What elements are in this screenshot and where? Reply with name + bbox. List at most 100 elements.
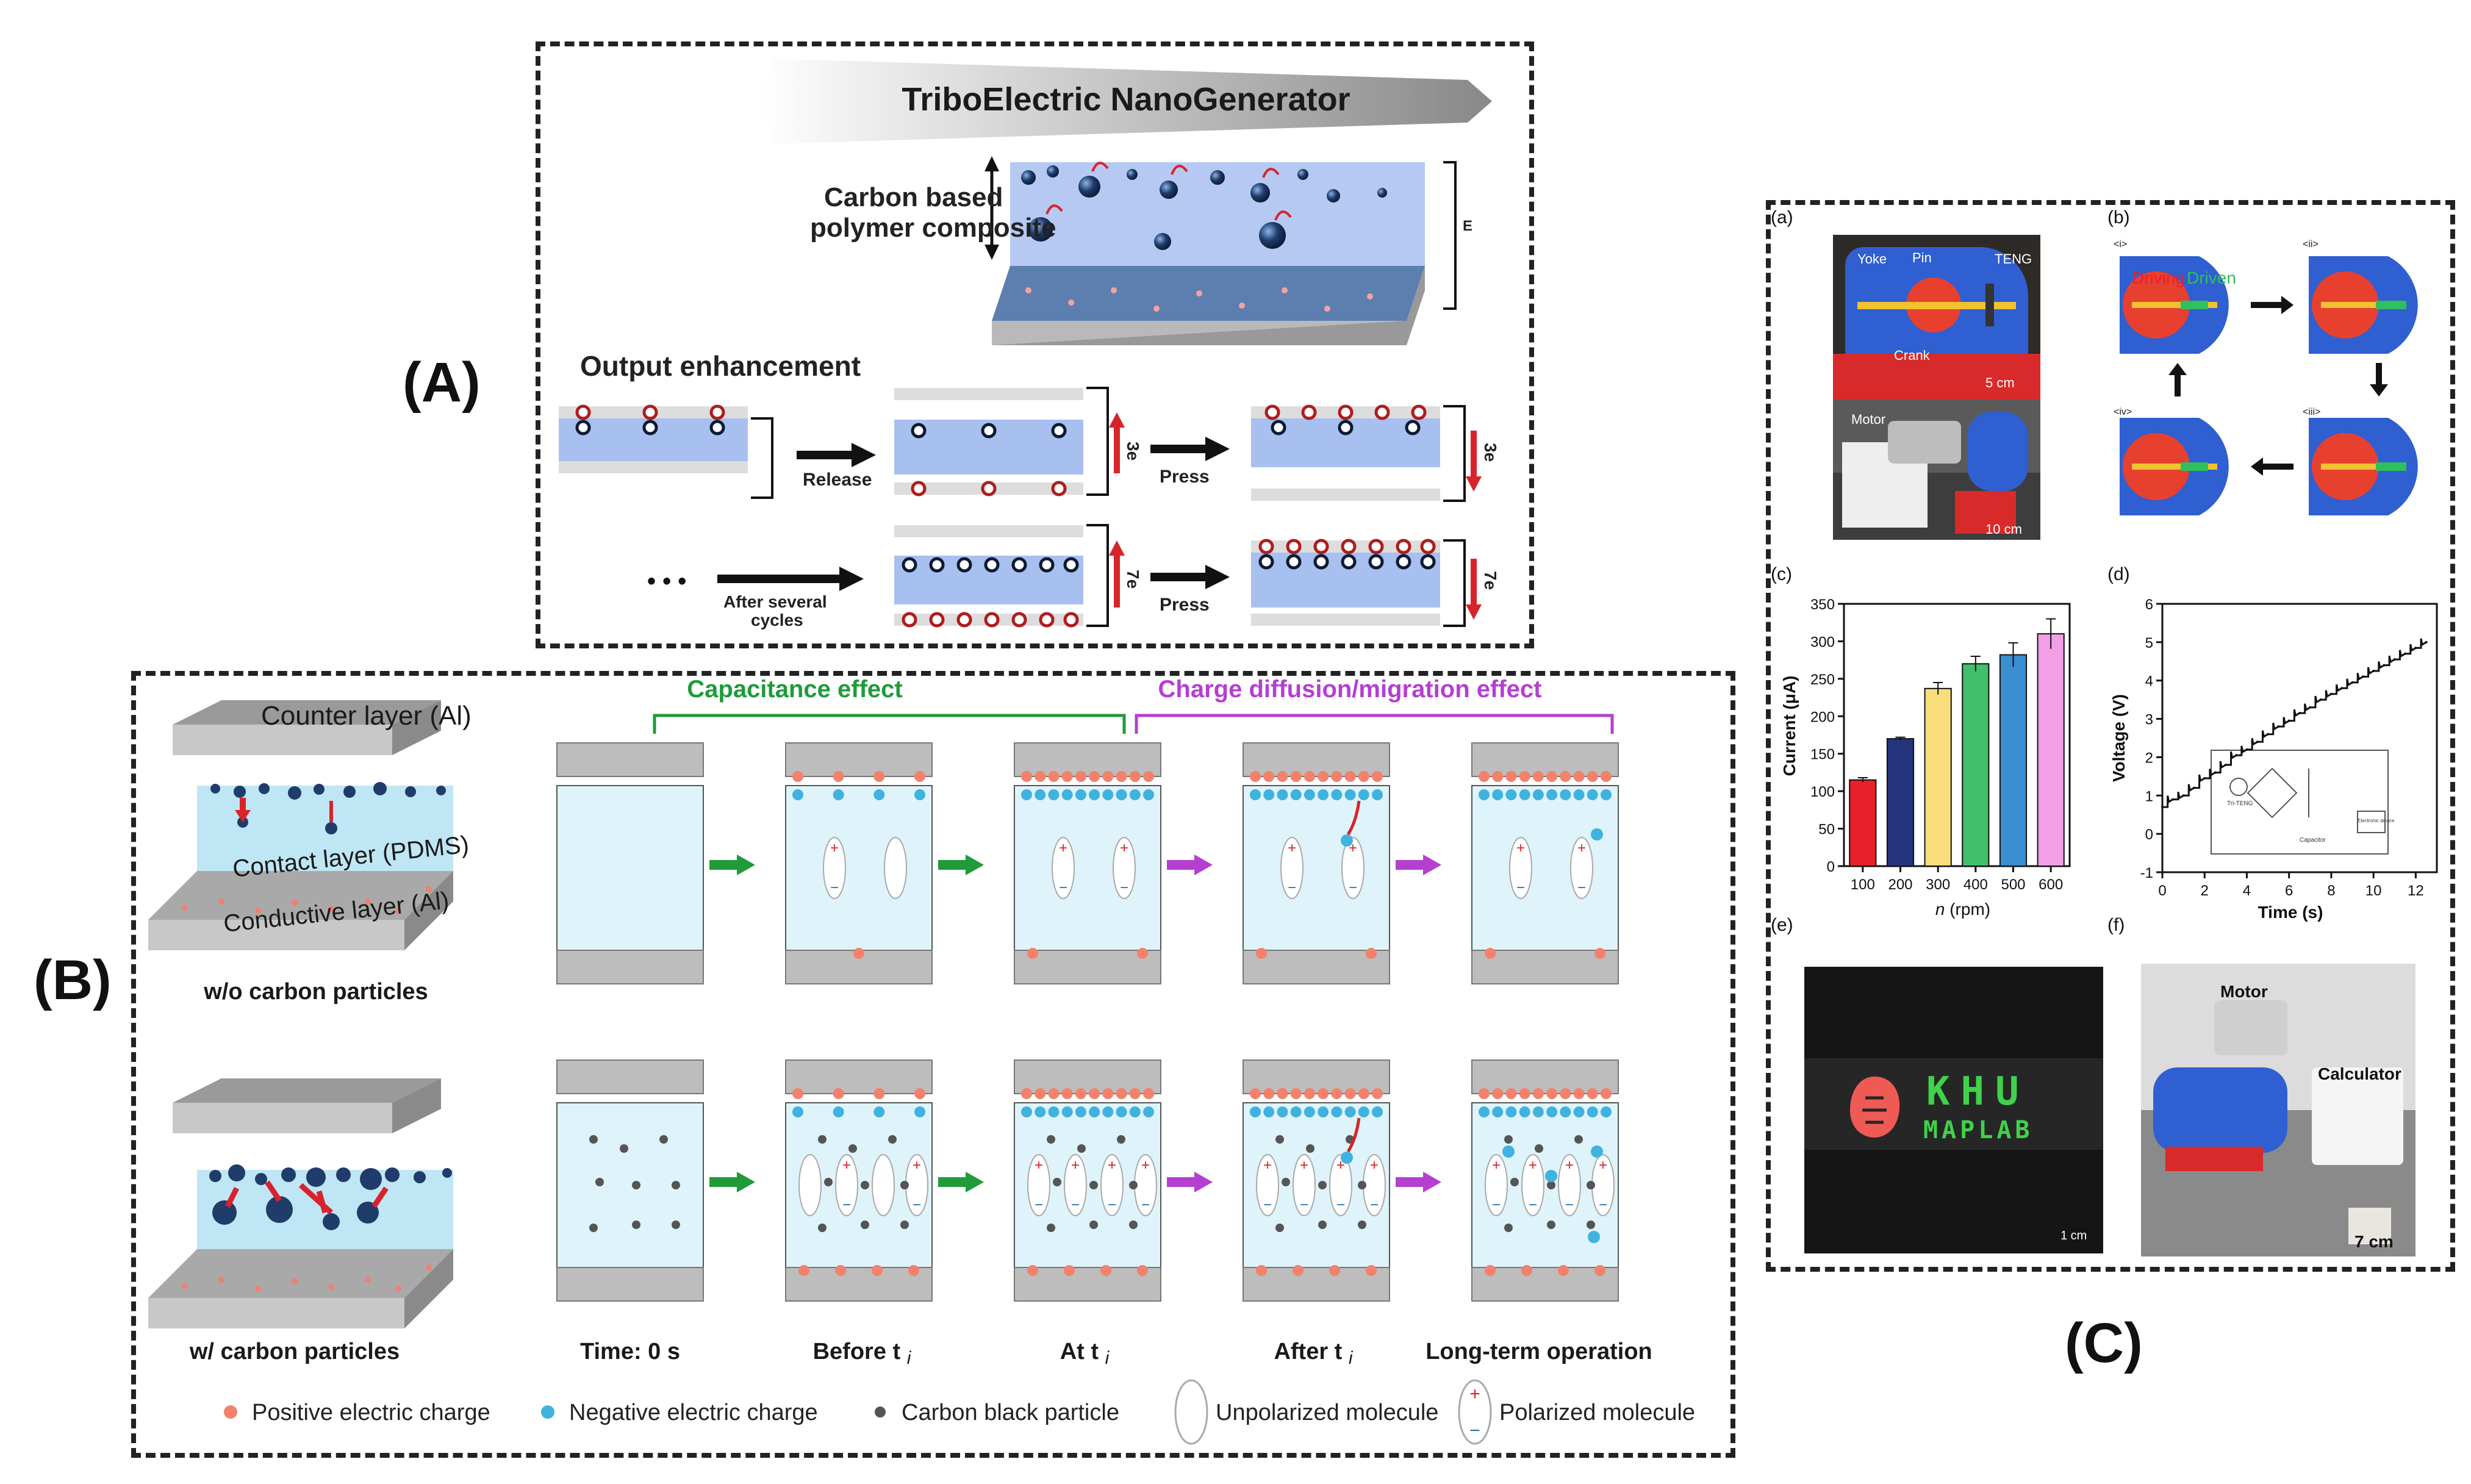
positive-charge <box>1372 1088 1383 1099</box>
polarized-plus: + <box>1120 840 1128 856</box>
bar-ytick-label: 200 <box>1810 709 1835 725</box>
after-cycles-1: After several <box>723 592 827 611</box>
voltage-point <box>2277 725 2280 728</box>
line-xtick-label: 8 <box>2327 883 2335 899</box>
polarized-minus: − <box>1492 1197 1501 1213</box>
wo-carbon-label: w/o carbon particles <box>203 979 428 1005</box>
bottom-electrode <box>556 950 704 984</box>
positive-charge <box>1485 948 1496 959</box>
voltage-point <box>2224 764 2227 766</box>
bottom-electrode <box>1014 1267 1161 1302</box>
charge-3e-1: 3e <box>1124 442 1142 461</box>
stage-label-0: Time: 0 s <box>580 1339 680 1364</box>
polarized-molecule <box>1256 1154 1279 1216</box>
positive-charge <box>1601 1088 1612 1099</box>
bar-400 <box>1962 663 1990 867</box>
ellipsis: • • • <box>647 568 686 595</box>
voltage-point <box>2383 664 2386 667</box>
polarized-plus: + <box>1577 840 1586 856</box>
stage-arrow-head <box>966 855 984 875</box>
carbon-particle <box>595 1178 604 1186</box>
stack-without-carbon: Counter layer (Al) Contact layer (PDMS) … <box>148 700 472 1005</box>
polarized-plus: + <box>1263 1157 1272 1174</box>
voltage-point <box>2161 806 2164 809</box>
negative-charge <box>1573 789 1585 800</box>
negative-charge <box>1129 1106 1141 1117</box>
positive-charge <box>1137 1265 1148 1276</box>
panel-label-c: (C) <box>2065 1312 2143 1374</box>
positive-charge <box>1594 948 1605 959</box>
positive-charge <box>873 771 885 782</box>
current-bar-chart: Current (μA) n (rpm) 0501001502002503003… <box>1780 597 2071 919</box>
voltage-point <box>2172 798 2175 801</box>
negative-charge <box>1263 789 1275 800</box>
pin-label: Pin <box>1912 250 1932 265</box>
positive-charge <box>1587 1088 1598 1099</box>
negative-charge <box>1304 789 1315 800</box>
positive-charge <box>1505 1088 1517 1099</box>
negative-charge <box>1560 1106 1571 1117</box>
polarized-molecule <box>1027 1154 1050 1216</box>
polarized-molecule <box>1521 1154 1544 1216</box>
positive-charge <box>1064 1265 1075 1276</box>
voltage-point <box>2192 786 2195 789</box>
line-xtick-label: 6 <box>2285 883 2293 899</box>
positive-charge <box>1143 771 1154 782</box>
polarized-minus: − <box>842 1197 851 1213</box>
positive-charge <box>1035 771 1046 782</box>
bar-500 <box>1999 654 2028 867</box>
positive-charge <box>1277 1088 1288 1099</box>
negative-charge <box>1560 789 1571 800</box>
positive-charge <box>1102 1088 1114 1099</box>
bar-xtick-label: 100 <box>1851 876 1875 893</box>
circuit-capacitor-label: Capacitor <box>2300 837 2326 844</box>
positive-charge <box>798 1265 809 1276</box>
carbon-particle <box>1587 1221 1595 1229</box>
top-electrode <box>556 742 704 777</box>
stage-label-3: After t i <box>1274 1339 1353 1368</box>
voltage-point <box>2393 658 2396 661</box>
diffusion-bracket <box>1135 714 1614 734</box>
line-ytick-label: -1 <box>2140 865 2153 881</box>
negative-charge <box>1290 789 1302 800</box>
driving-label: Driving <box>2132 268 2185 287</box>
stage-arrow-head <box>1423 1172 1441 1192</box>
driven-label: Driven <box>2187 268 2236 287</box>
cycle-row-2: • • • After several cycles 7e Press <box>647 524 1500 629</box>
voltage-series-line <box>2162 638 2427 808</box>
carbon-particle <box>1275 1224 1284 1232</box>
scale-f: 7 cm <box>2354 1232 2394 1251</box>
top-electrode <box>785 1059 933 1094</box>
composite-label-1: Carbon based <box>824 182 1003 212</box>
carbon-particle <box>824 1178 833 1186</box>
bar-ytick-label: 250 <box>1810 672 1835 688</box>
circuit-device-label: Electronic device <box>2358 818 2395 823</box>
line-xtick-label: 4 <box>2243 883 2251 899</box>
positive-charge <box>1573 771 1585 782</box>
crank-label: Crank <box>1894 348 1930 363</box>
positive-charge <box>914 1088 925 1099</box>
line-ytick-label: 2 <box>2145 750 2153 766</box>
negative-charge <box>1479 1106 1490 1117</box>
positive-charge <box>1492 1088 1504 1099</box>
dielectric-layer <box>785 785 933 951</box>
scale-top-label: 5 cm <box>1985 375 2015 390</box>
negative-charge <box>1344 1106 1356 1117</box>
positive-charge <box>1479 771 1490 782</box>
negative-charge <box>1102 1106 1114 1117</box>
carbon-particle <box>632 1221 640 1229</box>
panel-c-frame <box>1766 200 2455 1272</box>
carbon-particle <box>1318 1221 1327 1229</box>
polarized-minus: − <box>1349 880 1357 896</box>
line-xtick-label: 12 <box>2408 883 2424 899</box>
negative-charge <box>1061 1106 1073 1117</box>
negative-charge <box>1075 789 1086 800</box>
bar-300 <box>1924 687 1952 867</box>
polarized-molecule <box>1570 837 1593 899</box>
voltage-line-chart: Voltage (V) Time (s) Tri-TENG Capacitor … <box>2109 597 2438 922</box>
positive-charge <box>833 771 844 782</box>
negative-charge <box>1372 1106 1383 1117</box>
polarized-plus: + <box>1059 840 1067 856</box>
counter-layer-label: Counter layer (Al) <box>261 701 472 731</box>
positive-charge <box>1075 771 1086 782</box>
